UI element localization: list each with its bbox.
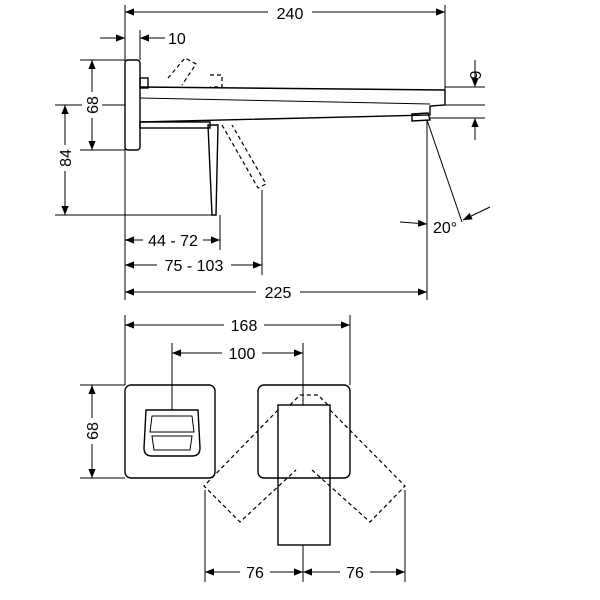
- dim-plate-height: 68: [85, 96, 102, 114]
- lever: [207, 124, 219, 216]
- dim-spout-tip: 9: [468, 70, 485, 79]
- dim-lever-range-1: 44 - 72: [148, 233, 198, 250]
- dim-overall-length: 240: [277, 6, 304, 23]
- lever-dashed-left: [203, 409, 297, 523]
- dim-lever-height: 84: [58, 149, 75, 167]
- dim-lever-swing-left: 76: [246, 565, 264, 582]
- lever-down-dashed: [221, 124, 267, 189]
- dim-plate-thickness: 10: [168, 31, 186, 48]
- aerator: [411, 112, 431, 122]
- side-view: 240 10 68 84 9 20° 44 - 72 75 - 103 225: [55, 2, 491, 302]
- lever-handle: [277, 404, 331, 546]
- dim-spout-angle: 20°: [433, 220, 457, 237]
- lever-plate: [257, 384, 351, 479]
- dim-front-plate-height: 68: [85, 422, 102, 440]
- spout-outlet: [143, 409, 201, 457]
- spout: [139, 86, 446, 123]
- lever-dashed-right: [311, 409, 406, 523]
- dim-spout-projection: 225: [265, 285, 292, 302]
- dim-lever-swing-right: 76: [346, 565, 364, 582]
- lever-up-dashed: [167, 57, 197, 86]
- dim-lever-range-2: 75 - 103: [165, 258, 224, 275]
- dim-center-distance: 100: [229, 346, 256, 363]
- dim-overall-width: 168: [231, 318, 258, 335]
- front-view: 168 100 68 76 76: [80, 315, 406, 582]
- wall-plate: [124, 59, 141, 151]
- spout-plate: [124, 384, 216, 479]
